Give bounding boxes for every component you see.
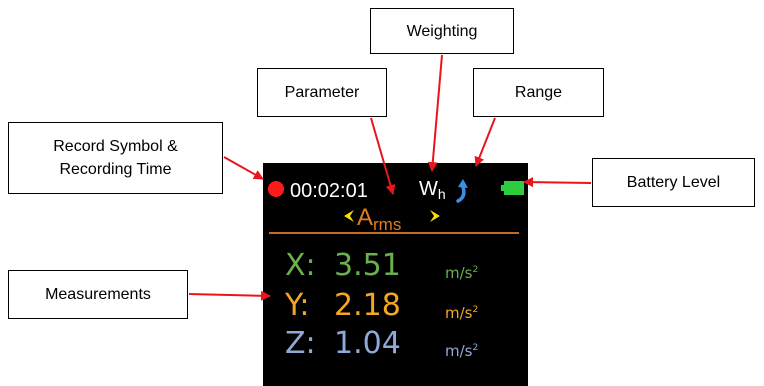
record-label-line1: Record Symbol &: [53, 138, 178, 155]
weighting-sub: h: [437, 186, 446, 202]
battery-callout: Battery Level: [592, 158, 755, 207]
recording-time: 00:02:01: [290, 180, 368, 202]
unit-power: 2: [472, 265, 479, 275]
parameter-sub: rms: [373, 215, 402, 234]
range-callout: Range: [473, 68, 604, 117]
measurement-value: 3.51: [334, 248, 401, 283]
unit-power: 2: [472, 343, 479, 353]
unit-base: m/s: [445, 304, 473, 322]
chevron-right-icon: [430, 210, 440, 222]
parameter-callout: Parameter: [257, 68, 387, 117]
unit-base: m/s: [445, 264, 473, 282]
battery-icon: [501, 181, 524, 195]
measurement-axis: X:: [285, 248, 316, 283]
weighting-callout: Weighting: [370, 8, 514, 54]
range-label: Range: [514, 84, 563, 101]
measurement-value: 2.18: [334, 288, 401, 323]
parameter-indicator: Arms: [357, 204, 401, 239]
measurement-row: X: 3.51 m/s2: [263, 251, 528, 287]
battery-label: Battery Level: [626, 174, 721, 191]
measurement-row: Z: 1.04 m/s2: [263, 329, 528, 365]
record-label-line2: Recording Time: [59, 161, 172, 178]
parameter-label: Parameter: [284, 84, 360, 101]
divider: [269, 232, 519, 234]
measurement-unit: m/s2: [445, 263, 478, 281]
measurements-arrow: [188, 290, 271, 301]
record-callout: Record Symbol & Recording Time: [8, 122, 223, 194]
measurement-unit: m/s2: [445, 303, 478, 321]
measurements-callout: Measurements: [8, 270, 188, 319]
measurements-label: Measurements: [45, 286, 151, 303]
unit-base: m/s: [445, 342, 473, 360]
measurement-unit: m/s2: [445, 341, 478, 359]
measurement-axis: Y:: [285, 288, 310, 323]
record-dot-icon: [268, 181, 284, 197]
record-arrow: [223, 156, 264, 180]
parameter-main: A: [357, 204, 374, 231]
measurement-axis: Z:: [285, 326, 316, 361]
parameter-arrow: [370, 117, 396, 195]
range-arrow: [474, 117, 496, 167]
measurement-value: 1.04: [334, 326, 401, 361]
battery-arrow: [523, 177, 592, 188]
chevron-left-icon: [344, 210, 354, 222]
weighting-arrow: [427, 54, 443, 172]
weighting-main: W: [419, 178, 438, 200]
range-arrow-icon: [456, 179, 468, 203]
weighting-indicator: Wh: [419, 177, 446, 206]
unit-power: 2: [472, 305, 479, 315]
measurement-row: Y: 2.18 m/s2: [263, 291, 528, 327]
weighting-label: Weighting: [406, 22, 478, 40]
